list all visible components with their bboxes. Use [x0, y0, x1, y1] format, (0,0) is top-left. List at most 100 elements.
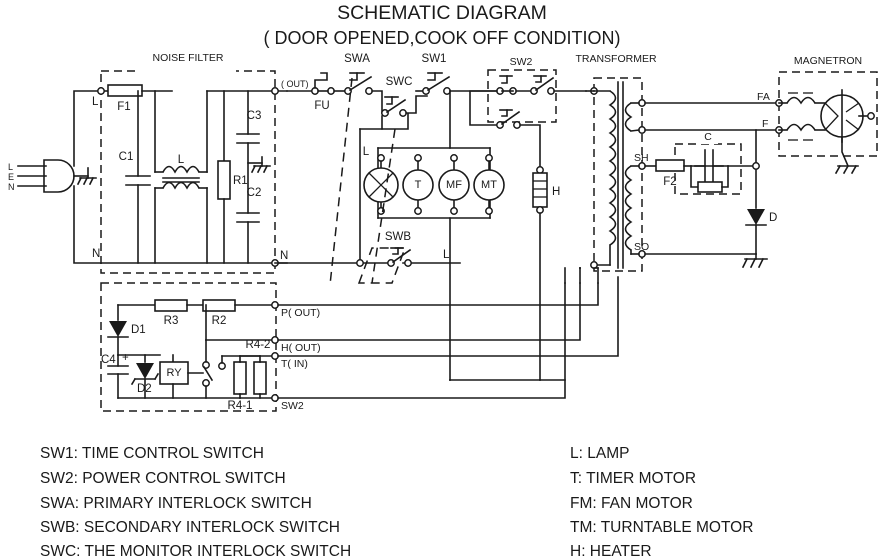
- noise-filter-block: NOISE FILTER: [100, 52, 276, 274]
- switch-swb-label: SWB: [385, 231, 412, 243]
- capacitor-c4-polarity: +: [122, 352, 129, 364]
- transformer-block: TRANSFORMER: [570, 52, 662, 272]
- filter-out-label: ( OUT): [281, 79, 309, 89]
- legend-right-1: T: TIMER MOTOR: [570, 470, 696, 487]
- hv-diode-label: D: [769, 212, 777, 224]
- load-timer-motor: T: [402, 154, 434, 215]
- legend-left-1: SW2: POWER CONTROL SWITCH: [40, 470, 286, 487]
- terminal-h-out-label: H( OUT): [281, 342, 321, 354]
- resistor-r4-1: [233, 361, 247, 395]
- board-terminals: P( OUT) H( OUT) T( IN) SW2: [271, 267, 619, 412]
- legend-right-0: L: LAMP: [570, 445, 629, 462]
- page-subtitle: ( DOOR OPENED,COOK OFF CONDITION): [263, 28, 620, 48]
- legend-right-2: FM: FAN MOTOR: [570, 495, 693, 512]
- transformer: SH SO: [585, 81, 649, 269]
- noise-filter-label: NOISE FILTER: [153, 52, 224, 64]
- thermal-fuse-fu: FU: [286, 72, 335, 112]
- switch-sw2-pole-a[interactable]: [496, 75, 517, 95]
- fuse-f1: [107, 84, 143, 97]
- thermal-fuse-label: FU: [314, 100, 329, 112]
- switch-sw2-pole-b[interactable]: [515, 75, 587, 95]
- load-lamp: L: [363, 146, 399, 215]
- resistor-r2: [202, 299, 236, 312]
- legend-left-0: SW1: TIME CONTROL SWITCH: [40, 445, 264, 462]
- transformer-primary-winding: [608, 90, 617, 246]
- diode-d2-label: D2: [137, 383, 152, 395]
- switch-swc[interactable]: SWC: [371, 76, 428, 130]
- hv-fuse-label: F2: [663, 176, 676, 188]
- filter-out-node-l: [271, 87, 279, 95]
- magnetron-choke-bottom: [786, 123, 816, 132]
- terminal-t-in-label: T( IN): [281, 358, 308, 370]
- filter-ground-symbol: [250, 156, 271, 174]
- fuse-f1-label: F1: [117, 101, 130, 113]
- fan-motor-label: MF: [446, 179, 462, 191]
- switch-sw2-pole-c[interactable]: [469, 90, 541, 169]
- legend-left-3: SWB: SECONDARY INTERLOCK SWITCH: [40, 519, 340, 536]
- sw2-block: SW2: [487, 56, 557, 123]
- control-board: R3 R2 D1 C4 + D2 RY: [101, 299, 276, 412]
- hv-capacitor-c: [690, 149, 757, 193]
- l-node-right-label: L: [443, 249, 450, 261]
- neutral-rail: [274, 259, 461, 267]
- legend-right-3: TM: TURNTABLE MOTOR: [570, 519, 753, 536]
- legend-left-4: SWC: THE MONITOR INTERLOCK SWITCH: [40, 543, 351, 559]
- legend: SW1: TIME CONTROL SWITCH SW2: POWER CONT…: [40, 445, 753, 559]
- filter-n-left-label: N: [92, 248, 100, 260]
- resistor-r4-2-label: R4-2: [246, 339, 271, 351]
- filament-lines: FA F: [644, 91, 783, 134]
- plug-line-label: L: [8, 162, 13, 172]
- magnetron-label: MAGNETRON: [794, 55, 862, 67]
- capacitor-c4-label: C4: [101, 354, 116, 366]
- heater-h: H: [532, 166, 560, 381]
- resistor-r4-1-label: R4-1: [228, 400, 253, 412]
- terminal-p-out-label: P( OUT): [281, 307, 320, 319]
- legend-right-4: H: HEATER: [570, 543, 652, 559]
- fa-terminal-label: FA: [757, 91, 770, 103]
- choke-winding-bottom: [162, 181, 200, 190]
- hv-diode-d: D: [745, 129, 777, 255]
- control-board-block: [100, 282, 277, 412]
- switch-sw1-label: SW1: [422, 53, 447, 65]
- relay-label: RY: [166, 367, 182, 379]
- so-terminal-label: SO: [634, 241, 649, 253]
- switch-sw1[interactable]: SW1: [415, 53, 501, 95]
- filter-n-right-label: N: [280, 250, 288, 262]
- magnetron-block: MAGNETRON: [778, 55, 878, 157]
- resistor-r4-2: [253, 361, 267, 395]
- capacitor-c1-label: C1: [119, 151, 134, 163]
- turntable-motor-label: MT: [481, 179, 497, 191]
- hv-fuse-f2: F2: [644, 159, 692, 188]
- choke-winding-top: [162, 165, 200, 174]
- resistor-r1: [217, 160, 231, 200]
- plug-ground-symbol: [76, 167, 97, 186]
- magnetron-choke-top: [786, 96, 816, 105]
- f-terminal-label: F: [762, 118, 768, 130]
- magnetron: [778, 89, 875, 175]
- load-turntable-motor: MT: [473, 154, 505, 215]
- transformer-hv-winding: [624, 165, 633, 251]
- timer-motor-label: T: [415, 179, 422, 191]
- terminal-sw2-label: SW2: [281, 400, 304, 412]
- legend-left-2: SWA: PRIMARY INTERLOCK SWITCH: [40, 495, 312, 512]
- lamp-label: L: [363, 146, 370, 158]
- noise-filter-circuit: L F1 C1 L R1: [92, 84, 288, 264]
- switch-swa[interactable]: SWA: [333, 53, 373, 95]
- mains-plug: L E N: [8, 90, 102, 264]
- switch-swc-label: SWC: [386, 76, 413, 88]
- filter-node-l: [97, 87, 105, 95]
- plug-earth-label: E: [8, 172, 14, 182]
- choke-label: L: [178, 154, 185, 166]
- neutral-rail-node: [356, 259, 364, 267]
- filter-l-node-label: L: [92, 96, 99, 108]
- hv-ground: [644, 253, 768, 269]
- switch-swa-label: SWA: [344, 53, 370, 65]
- plug-neutral-label: N: [8, 182, 15, 192]
- heater-label: H: [552, 186, 560, 198]
- load-fan-motor: MF: [438, 154, 470, 215]
- capacitor-block-label: C: [704, 131, 712, 143]
- resistor-r1-label: R1: [233, 175, 248, 187]
- transformer-label: TRANSFORMER: [575, 53, 657, 65]
